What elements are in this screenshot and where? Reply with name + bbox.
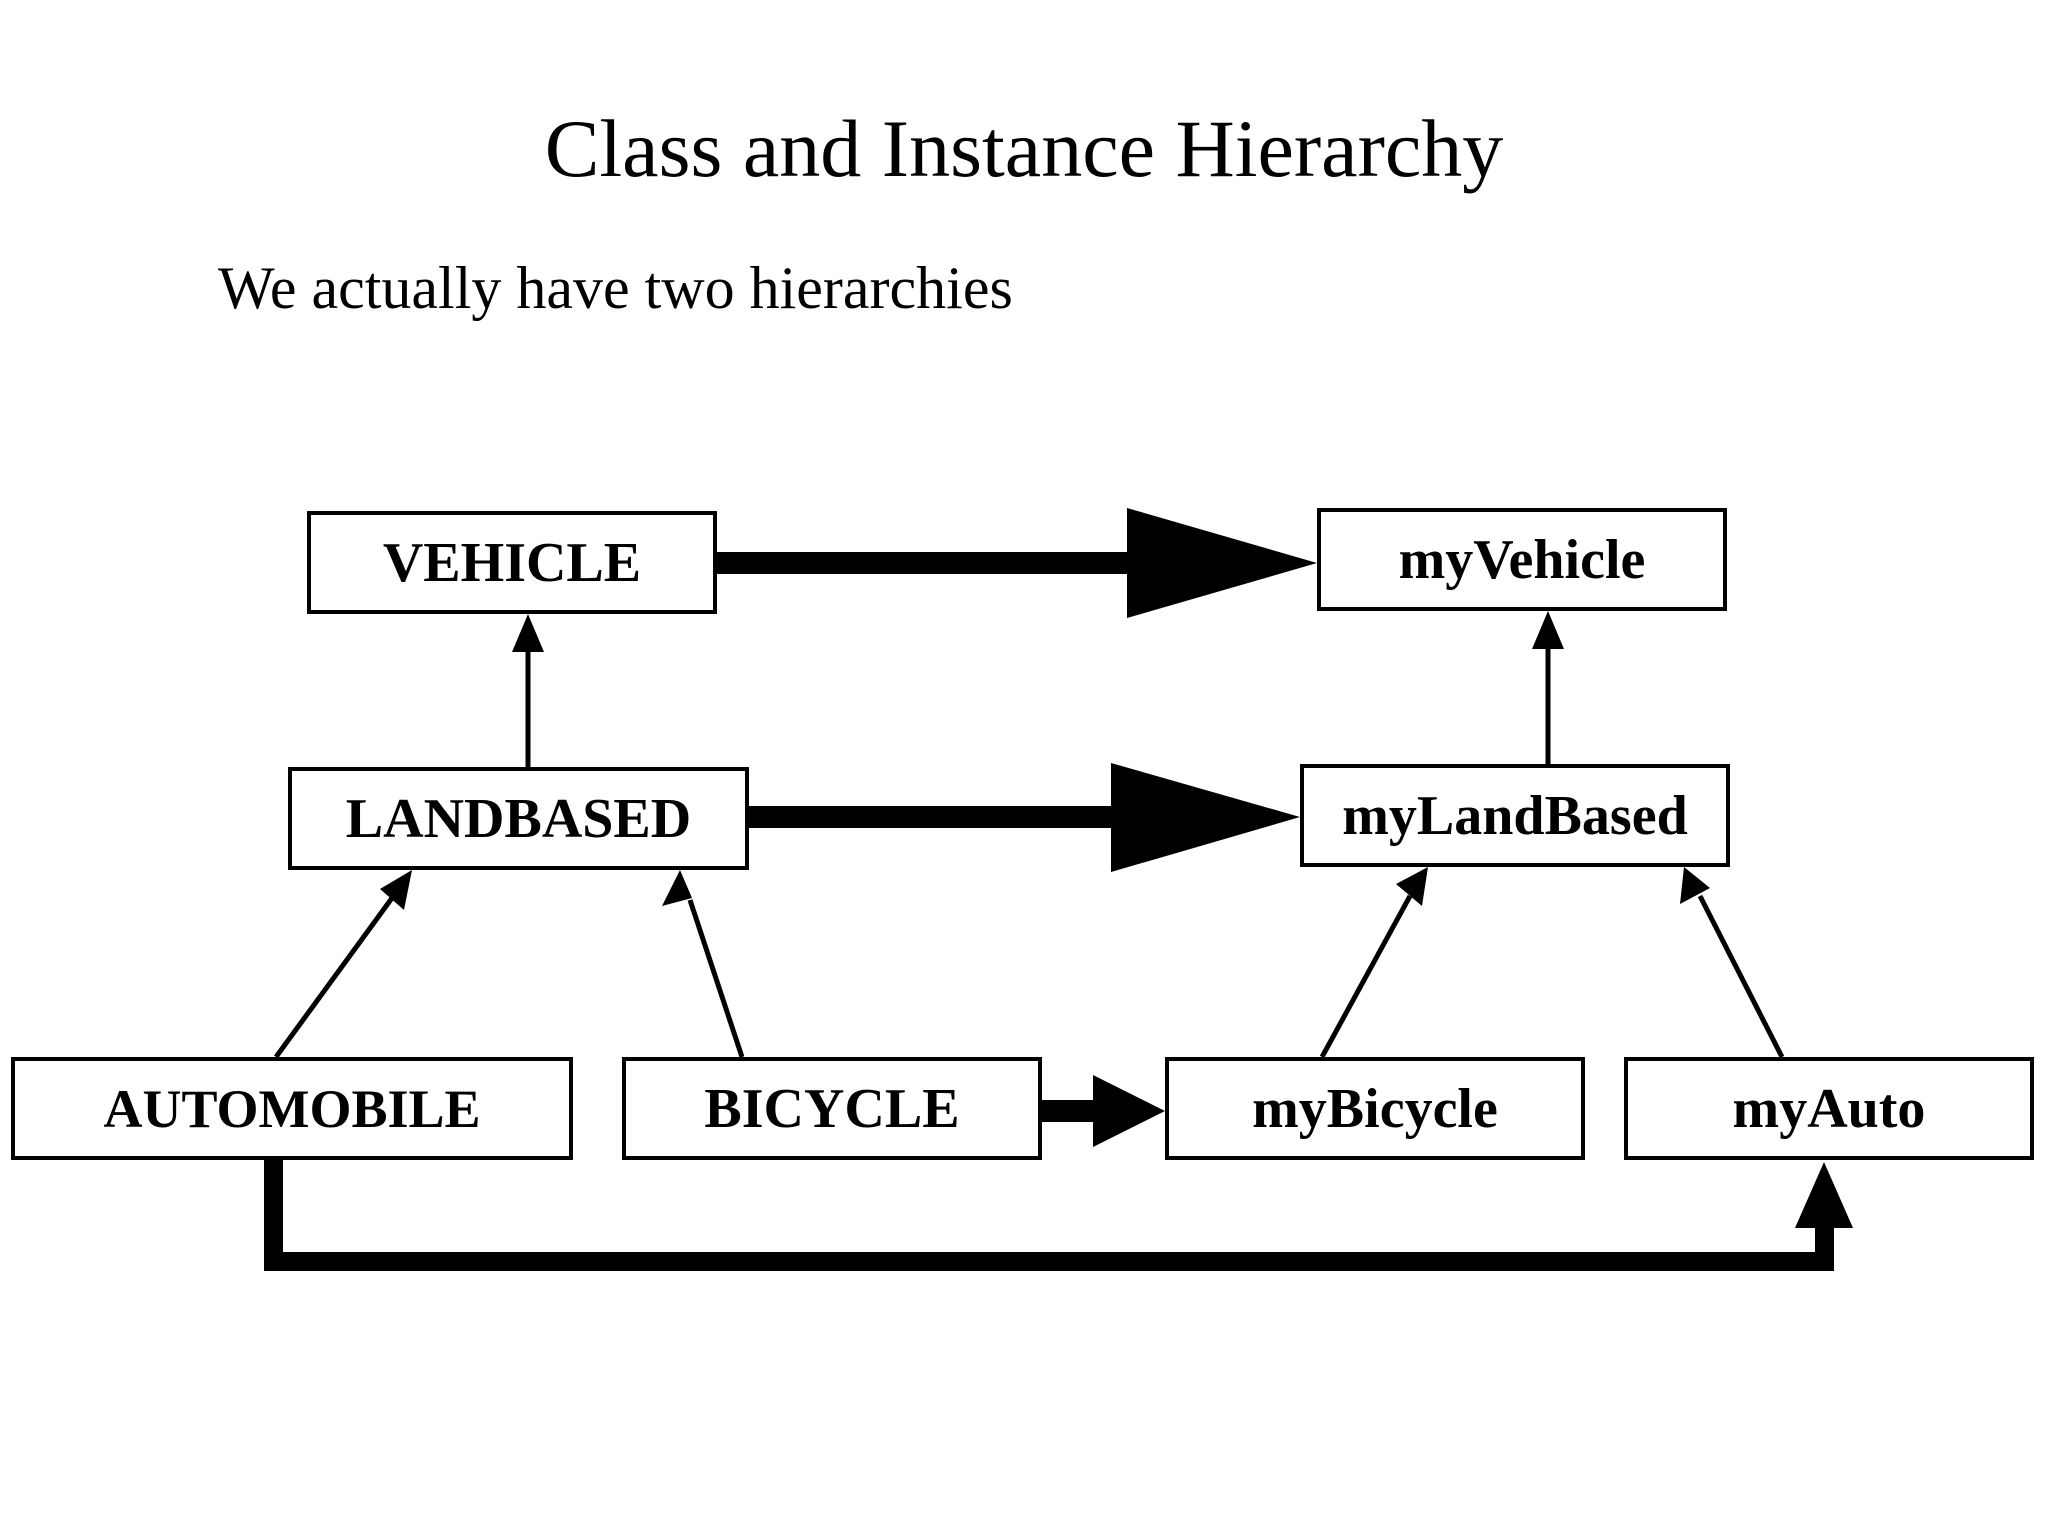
node-myauto-label: myAuto (1732, 1077, 1926, 1140)
node-mybicycle-label: myBicycle (1252, 1077, 1498, 1140)
node-vehicle[interactable]: VEHICLE (307, 511, 717, 614)
edge-mybicycle-to-mylandbased (1319, 867, 1428, 1059)
node-bicycle[interactable]: BICYCLE (622, 1057, 1042, 1160)
node-landbased-label: LANDBASED (345, 787, 692, 850)
node-automobile[interactable]: AUTOMOBILE (11, 1057, 573, 1160)
edge-vehicle-to-myvehicle (717, 508, 1317, 618)
edge-myauto-to-mylandbased (1680, 867, 1785, 1059)
node-myauto[interactable]: myAuto (1624, 1057, 2034, 1160)
node-mybicycle[interactable]: myBicycle (1165, 1057, 1585, 1160)
edge-bicycle-to-landbased (662, 870, 745, 1058)
page-subtitle: We actually have two hierarchies (218, 255, 1013, 321)
node-mylandbased[interactable]: myLandBased (1300, 764, 1730, 867)
node-vehicle-label: VEHICLE (382, 531, 642, 594)
node-automobile-label: AUTOMOBILE (103, 1078, 481, 1139)
edge-automobile-to-landbased (273, 870, 412, 1059)
edge-mylandbased-to-myvehicle (1532, 611, 1564, 764)
edge-landbased-to-mylandbased (749, 763, 1300, 872)
node-myvehicle[interactable]: myVehicle (1317, 508, 1727, 611)
node-landbased[interactable]: LANDBASED (288, 767, 749, 870)
node-myvehicle-label: myVehicle (1398, 528, 1646, 591)
edge-landbased-to-vehicle (512, 614, 544, 767)
edge-bicycle-to-mybicycle (1042, 1075, 1165, 1147)
node-bicycle-label: BICYCLE (704, 1077, 960, 1140)
node-mylandbased-label: myLandBased (1342, 784, 1688, 847)
edge-automobile-to-myauto (264, 1160, 1853, 1271)
page-title: Class and Instance Hierarchy (544, 103, 1504, 194)
